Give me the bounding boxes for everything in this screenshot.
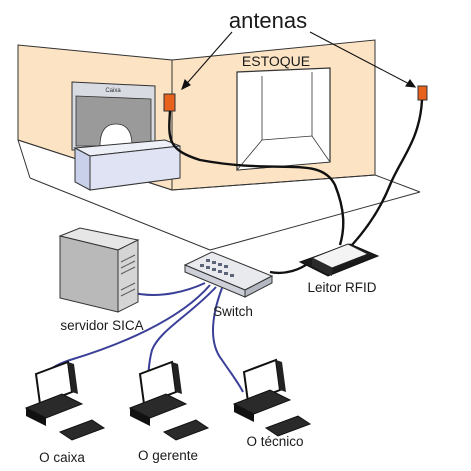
cable-server [129, 282, 206, 296]
workstation-cashier: O caixa [24, 360, 106, 465]
cable-gate-antenna [168, 110, 345, 246]
floor-edge-right [209, 191, 421, 251]
cable-technician [212, 287, 244, 393]
workstation-manager: O gerente [128, 360, 210, 463]
floor-edge-left [29, 177, 211, 251]
switch-side [244, 275, 273, 298]
station-manager-label: O gerente [138, 448, 198, 463]
antenna-gate [163, 93, 176, 112]
server-label: servidor SICA [60, 318, 143, 333]
rfid-reader: Leitor RFID [298, 243, 380, 295]
reader-face [312, 258, 332, 276]
keyboard [162, 419, 210, 441]
computer-base [232, 389, 292, 415]
keyboard [264, 415, 312, 437]
monitor-back [276, 360, 286, 392]
counter-body [89, 145, 181, 191]
switch-label: Switch [213, 304, 253, 319]
reader-label: Leitor RFID [307, 280, 376, 295]
monitor-back [68, 362, 78, 394]
antennas-label: antenas [229, 8, 307, 33]
station-technician-label: O técnico [246, 434, 303, 449]
monitor-back [172, 362, 182, 394]
floor-edge-back [374, 174, 421, 193]
cashier-gate: Caixa [71, 81, 181, 191]
gate-opening [99, 123, 133, 147]
server-side [59, 235, 119, 313]
antenna-stock [417, 85, 428, 101]
floor-outline [17, 139, 376, 191]
workstation-technician: O técnico [232, 358, 312, 449]
store-room: ESTOQUE Caixa antenas [17, 8, 428, 251]
station-cashier-label: O caixa [39, 450, 85, 465]
computer-base [128, 393, 188, 419]
counter-front [74, 147, 91, 191]
cashier-sign: Caixa [105, 88, 121, 94]
stock-room-label: ESTOQUE [242, 53, 310, 69]
reader-top [310, 243, 370, 269]
network-switch: Switch [183, 251, 274, 319]
computer-base-front [234, 404, 254, 422]
computer-base-front [26, 408, 46, 426]
computer-base [24, 393, 84, 419]
floor-edge-front [17, 139, 31, 179]
keyboard [58, 419, 106, 441]
cable-stock-antenna [351, 99, 424, 246]
server-front [117, 239, 139, 313]
server: servidor SICA [58, 227, 144, 333]
computer-base-front [130, 408, 150, 426]
antenna-pointers [181, 31, 417, 91]
